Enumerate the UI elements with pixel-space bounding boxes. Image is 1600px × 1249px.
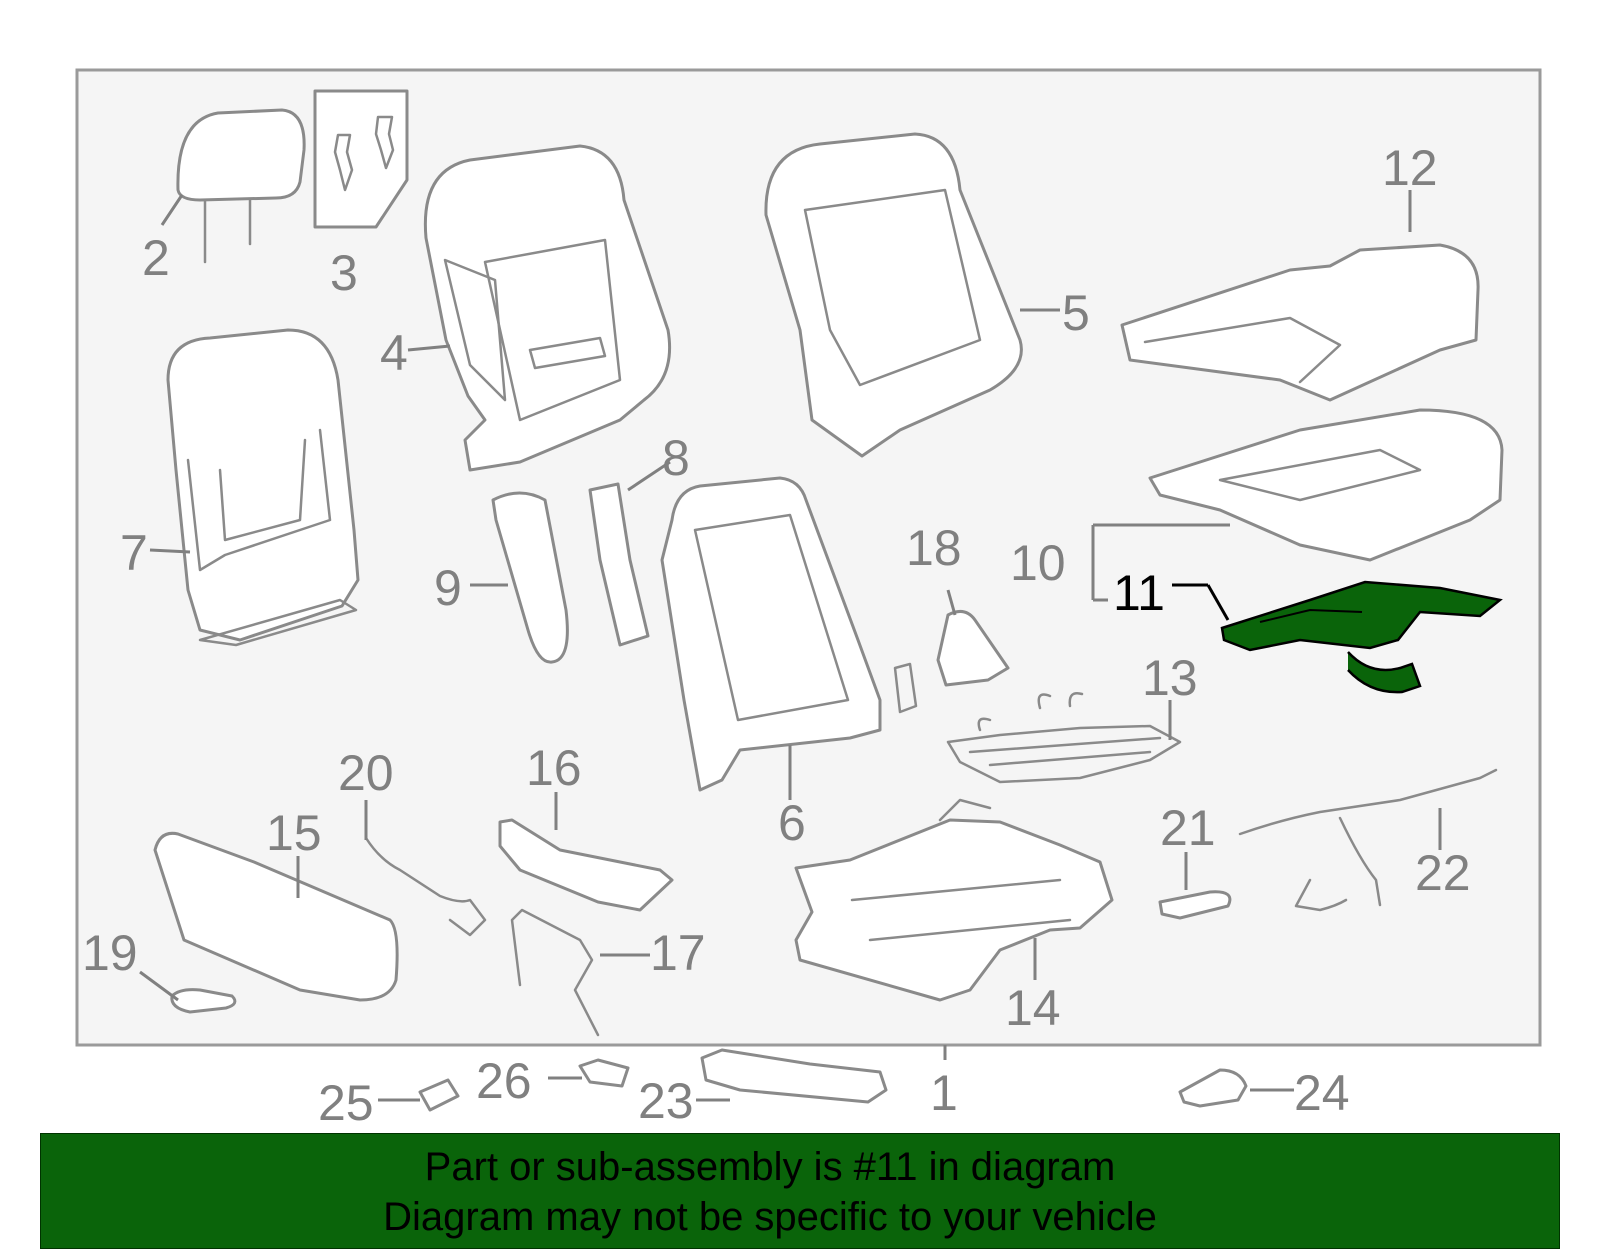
part-22-wire-harness[interactable]	[1238, 768, 1498, 912]
part-23-cover[interactable]	[700, 1048, 888, 1104]
part-8-side-bolster[interactable]	[588, 482, 650, 647]
part-5-back-cover[interactable]	[764, 132, 1023, 458]
callout-16: 16	[526, 740, 582, 796]
part-24-cap[interactable]	[1178, 1068, 1248, 1108]
callout-11: 11	[1113, 565, 1165, 621]
callout-8: 8	[662, 430, 690, 486]
info-banner: Part or sub-assembly is #11 in diagram D…	[40, 1133, 1560, 1249]
callout-labels: 1 2 3 4 5 6 7 8 9 10 11 12 13 14 15 16 1…	[82, 140, 1471, 1131]
callout-26: 26	[476, 1053, 532, 1109]
part-9-side-bolster[interactable]	[491, 491, 569, 664]
callout-23: 23	[638, 1073, 694, 1129]
banner-part-note: Part or sub-assembly is #11 in diagram	[424, 1145, 1116, 1189]
callout-15: 15	[266, 805, 322, 861]
part-25-clip[interactable]	[418, 1078, 460, 1112]
callout-4: 4	[380, 325, 408, 381]
callout-7: 7	[120, 525, 148, 581]
part-12-cushion-cover[interactable]	[1120, 243, 1480, 402]
callout-20: 20	[338, 745, 394, 801]
part-6-back-frame[interactable]	[660, 476, 918, 792]
callout-19: 19	[82, 925, 138, 981]
banner-disclaimer: Diagram may not be specific to your vehi…	[383, 1195, 1157, 1239]
part-17-rod[interactable]	[510, 908, 600, 1037]
part-13-seat-springs[interactable]	[946, 692, 1182, 784]
part-21-clip[interactable]	[1158, 890, 1232, 920]
part-19-knob[interactable]	[170, 988, 237, 1014]
callout-24: 24	[1294, 1065, 1350, 1121]
callout-6: 6	[778, 795, 806, 851]
part-16-bracket[interactable]	[498, 818, 674, 912]
part-20-cable[interactable]	[364, 836, 487, 937]
callout-21: 21	[1160, 800, 1216, 856]
callout-1: 1	[930, 1065, 958, 1121]
callout-12: 12	[1382, 140, 1438, 196]
callout-22: 22	[1415, 845, 1471, 901]
part-2-headrest[interactable]	[176, 108, 306, 264]
callout-9: 9	[434, 560, 462, 616]
part-4-back-frame-pad[interactable]	[423, 144, 672, 472]
callout-5: 5	[1062, 285, 1090, 341]
part-11-highlighted-module[interactable]	[1220, 580, 1503, 694]
part-10-cushion-pad[interactable]	[1148, 408, 1504, 562]
part-7-back-wire-frame[interactable]	[166, 328, 360, 647]
leader-lines	[139, 190, 1442, 1102]
callout-14: 14	[1005, 980, 1061, 1036]
part-26-clip[interactable]	[578, 1058, 630, 1088]
callout-13: 13	[1142, 650, 1198, 706]
callout-17: 17	[650, 925, 706, 981]
part-14-seat-adjuster[interactable]	[794, 798, 1114, 1002]
callout-18: 18	[906, 520, 962, 576]
part-3-headrest-guides[interactable]	[313, 89, 409, 229]
callout-3: 3	[330, 245, 358, 301]
callout-2: 2	[142, 230, 170, 286]
part-15-side-trim[interactable]	[153, 831, 399, 1002]
callout-10: 10	[1010, 535, 1066, 591]
callout-25: 25	[318, 1075, 374, 1131]
